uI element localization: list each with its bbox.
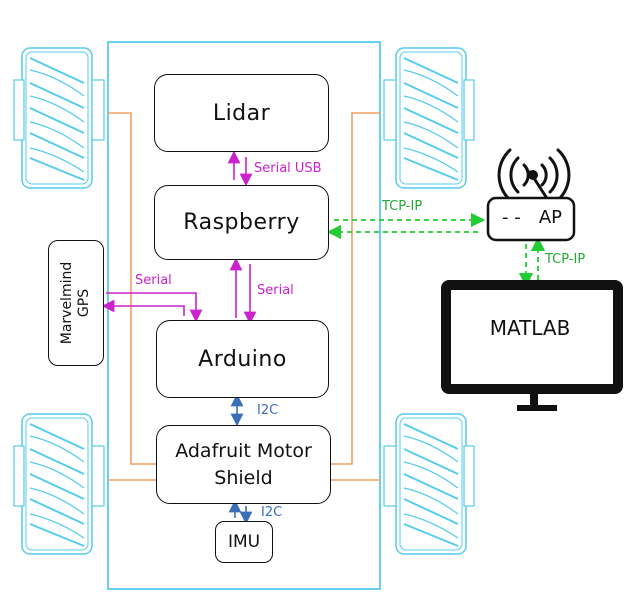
- i2c-label-arduino-shield: I2C: [257, 403, 279, 418]
- wifi-icon: [497, 148, 571, 202]
- motor-shield-block: Adafruit Motor Shield: [156, 425, 331, 504]
- serial-label-gps-arduino: Serial: [135, 273, 172, 288]
- wheel-front-left: [13, 47, 105, 189]
- matlab-label: MATLAB: [489, 316, 571, 340]
- ap-dashes: - -: [502, 207, 521, 228]
- arduino-block: Arduino: [156, 320, 329, 398]
- tcp-ip-label-ap-matlab: TCP-IP: [545, 252, 586, 267]
- chassis-frame: [107, 41, 381, 590]
- serial-label-rpi-arduino: Serial: [257, 283, 294, 298]
- tcp-ip-label-rpi-ap: TCP-IP: [382, 199, 423, 214]
- wheel-rear-left: [13, 413, 105, 555]
- i2c-label-shield-imu: I2C: [261, 505, 283, 520]
- wheel-front-right: [383, 47, 475, 189]
- lidar-block: Lidar: [154, 74, 329, 152]
- serial-usb-label: Serial USB: [254, 161, 322, 176]
- arduino-label: Arduino: [198, 346, 287, 372]
- motor-shield-label-line2: Shield: [214, 466, 273, 489]
- gps-label-line1: Marvelmind: [59, 261, 75, 345]
- imu-label: IMU: [227, 532, 261, 552]
- ap-box: [486, 196, 576, 242]
- wheel-rear-right: [383, 413, 475, 555]
- gps-block: Marvelmind GPS: [48, 240, 104, 366]
- motor-shield-label-line1: Adafruit Motor: [175, 439, 312, 462]
- raspberry-block: Raspberry: [154, 185, 329, 260]
- monitor-icon: [441, 280, 623, 411]
- i2c-arrows: [228, 393, 253, 525]
- lidar-label: Lidar: [212, 100, 271, 126]
- ap-label: - - AP: [490, 207, 574, 228]
- serial-arrows: [101, 150, 257, 325]
- gps-label-line2: GPS: [76, 288, 92, 318]
- motor-wires: [108, 112, 380, 481]
- ap-text: AP: [538, 207, 562, 228]
- raspberry-label: Raspberry: [183, 210, 300, 235]
- imu-block: IMU: [215, 521, 273, 563]
- gps-label: Marvelmind GPS: [59, 262, 93, 345]
- tcp-arrows: [326, 212, 546, 288]
